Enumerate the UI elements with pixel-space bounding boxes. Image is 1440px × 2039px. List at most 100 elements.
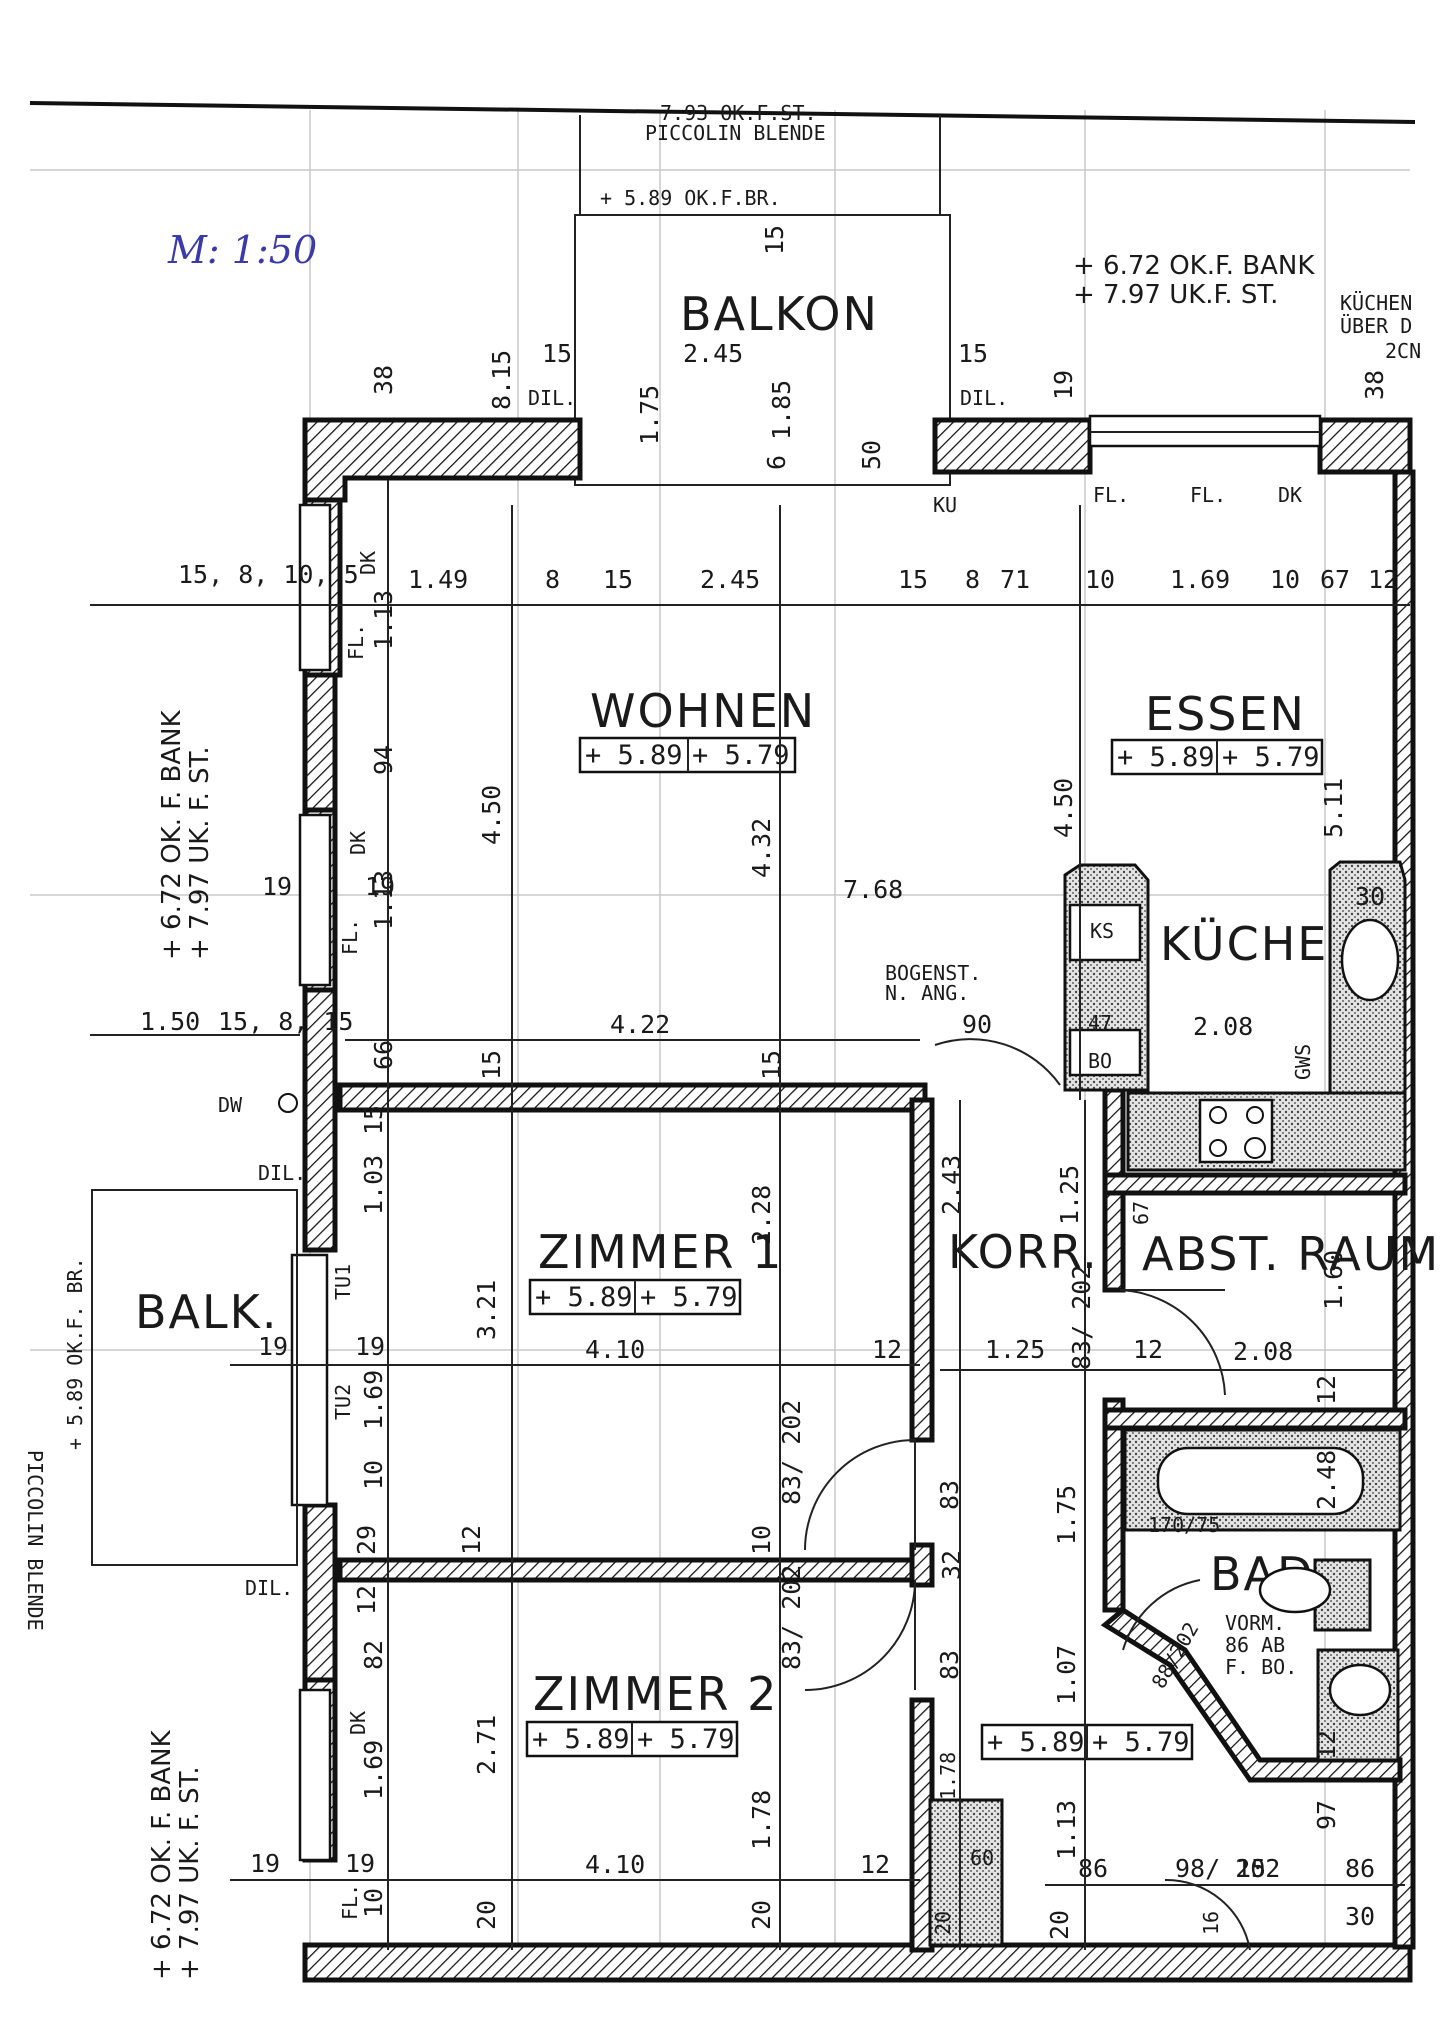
- dim-71-5: 71: [1000, 565, 1030, 594]
- dim-12-5: 12: [872, 1335, 902, 1364]
- blende-side-note: PICCOLIN BLENDE: [23, 1450, 47, 1631]
- dim-20: 20: [931, 1911, 955, 1935]
- left-note-upper: + 6.72 OK. F. BANK: [157, 709, 187, 960]
- dim-20: 20: [1045, 1910, 1074, 1940]
- dim-8-15: 8.15: [487, 350, 516, 410]
- dim-15: 15: [477, 1050, 506, 1080]
- dim-1-50: 1.50: [140, 1007, 200, 1036]
- dim-5-11: 5.11: [1319, 778, 1348, 838]
- dim-4-10: 4.10: [585, 1335, 645, 1364]
- dim-38: 38: [1360, 370, 1389, 400]
- dim-4-50: 4.50: [1049, 778, 1078, 838]
- dim-1-78: 1.78: [936, 1752, 960, 1800]
- level-wohnen-a: + 5.89: [585, 740, 683, 771]
- dim-20: 20: [472, 1900, 501, 1930]
- vorm-note-2: 86 AB: [1225, 1633, 1285, 1657]
- label-fl: FL.: [1093, 483, 1129, 507]
- dim-67-5: 67: [1320, 565, 1350, 594]
- dim-4-32: 4.32: [747, 818, 776, 878]
- dim-1-85: 1.85: [767, 380, 796, 440]
- dim-10: 10: [747, 1525, 776, 1555]
- storage-unit: [928, 1798, 1004, 1947]
- room-abst: ABST. RAUM: [1142, 1227, 1440, 1281]
- left-note-lower-2: + 7.97 UK. F. ST.: [175, 1766, 205, 1980]
- dim-2-08: 2.08: [1193, 1012, 1253, 1041]
- balk-side: BALK. + 5.89 OK.F. BR. PICCOLIN BLENDE D…: [23, 1093, 306, 1631]
- dim-1-13: 1.13: [369, 870, 398, 930]
- dim-16: 16: [1199, 1911, 1223, 1935]
- dim-19: 19: [365, 872, 395, 901]
- dim-12-5: 12: [457, 1525, 486, 1555]
- dim-19: 19: [258, 1332, 288, 1361]
- room-zimmer1: ZIMMER 1: [538, 1225, 783, 1279]
- dim-83-202: 83/ 202: [1067, 1265, 1096, 1370]
- left-note-lower: + 6.72 OK. F. BANK: [147, 1729, 177, 1980]
- level-wohnen-b: + 5.79: [692, 740, 790, 771]
- dim-47-5: 47: [1088, 1011, 1112, 1035]
- dim-67: 67: [1129, 1201, 1153, 1225]
- dim-98-202: 98/ 202: [1175, 1854, 1280, 1883]
- room-wohnen: WOHNEN: [590, 684, 816, 738]
- dim-12-5: 12: [860, 1850, 890, 1879]
- dim-19: 19: [355, 1332, 385, 1361]
- dim-4-22-5: 4.22: [610, 1010, 670, 1039]
- label-dk: DK: [346, 1711, 370, 1735]
- dim-38: 38: [369, 365, 398, 395]
- dimension-lines: [90, 480, 1410, 1950]
- dim-19: 19: [250, 1849, 280, 1878]
- dim-83-202: 83/ 202: [777, 1400, 806, 1505]
- left-note-upper-2: + 7.97 UK. F. ST.: [185, 746, 215, 960]
- dim-2-43-5: 2.43: [937, 1155, 966, 1215]
- dim-1-25: 1.25: [985, 1335, 1045, 1364]
- dim-94: 94: [369, 745, 398, 775]
- kitchen: KS BO 47 GWS KÜCHE 2.08 30: [1063, 860, 1407, 1172]
- dim-15: 15: [603, 565, 633, 594]
- label-fl: FL.: [338, 1884, 362, 1920]
- label-dk: DK: [356, 551, 380, 575]
- balkon-width: 2.45: [683, 339, 743, 368]
- dim-1-49: 1.49: [408, 565, 468, 594]
- dim-8: 8: [545, 565, 560, 594]
- label-ks: KS: [1090, 919, 1114, 943]
- dim-50: 50: [857, 440, 886, 470]
- label-dil: DIL.: [245, 1576, 293, 1600]
- dim-3-21-5: 3.21: [472, 1280, 501, 1340]
- dim-15: 15: [542, 339, 572, 368]
- dim-15: 15: [359, 1105, 388, 1135]
- dim-19: 19: [345, 1849, 375, 1878]
- dim-10: 10: [1270, 565, 1300, 594]
- label-dk: DK: [346, 831, 370, 855]
- room-zimmer2: ZIMMER 2: [533, 1667, 778, 1721]
- label-dw: DW: [218, 1093, 243, 1117]
- vorm-note-1: VORM.: [1225, 1611, 1285, 1635]
- dim-10: 10: [359, 1460, 388, 1490]
- dim-12-5: 12: [1312, 1730, 1341, 1760]
- dim-2-45: 2.45: [700, 565, 760, 594]
- dim-30-5: 30: [1345, 1902, 1375, 1931]
- dim-86: 86: [1345, 1854, 1375, 1883]
- label-dil: DIL.: [960, 386, 1008, 410]
- dim-66: 66: [369, 1040, 398, 1070]
- kuechen-note-1: KÜCHEN: [1340, 291, 1412, 315]
- dim-30-5: 30: [1355, 882, 1385, 911]
- kuechen-note-3: 2CN: [1385, 339, 1421, 363]
- label-fl: FL.: [338, 919, 362, 955]
- bogen-note-1: BOGENST.: [885, 961, 981, 985]
- label-ku: KU: [933, 493, 957, 517]
- dim-1-13-5: 1.13: [1052, 1800, 1081, 1860]
- dim-15: 15: [760, 225, 789, 255]
- ok-br-note: + 5.89 OK.F.BR.: [600, 186, 781, 210]
- dim-15-8-15: 15, 8, 15: [218, 1007, 353, 1036]
- level-z2-a: + 5.89: [532, 1724, 630, 1755]
- dim-7-68: 7.68: [843, 875, 903, 904]
- label-dil: DIL.: [528, 386, 576, 410]
- room-essen: ESSEN: [1145, 687, 1306, 741]
- room-balk: BALK.: [135, 1285, 278, 1339]
- level-z2-b: + 5.79: [637, 1724, 735, 1755]
- dim-4-50: 4.50: [477, 785, 506, 845]
- room-kueche: KÜCHE: [1160, 917, 1328, 971]
- room-balkon: BALKON: [680, 287, 879, 341]
- dim-12-5: 12: [1133, 1335, 1163, 1364]
- dim-97-5: 97: [1312, 1800, 1341, 1830]
- dim-15: 15: [757, 1050, 786, 1080]
